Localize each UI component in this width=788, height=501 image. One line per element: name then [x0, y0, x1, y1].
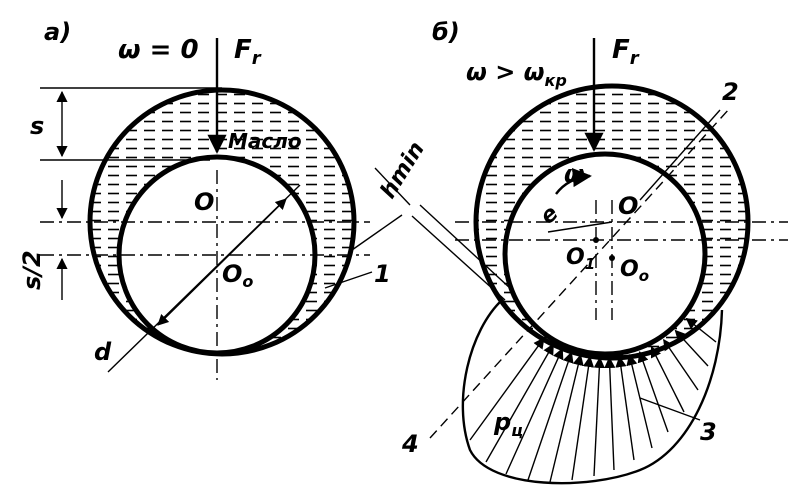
- rotation-arrow: [555, 168, 592, 195]
- hmin-leader-lower: [351, 214, 403, 251]
- pressure-arrow: [469, 337, 545, 441]
- eccentricity-line: [547, 221, 613, 233]
- hmin-tangent-2: [419, 204, 513, 291]
- pressure-label: pц: [493, 408, 523, 440]
- gap-label-s: s: [30, 112, 44, 140]
- center-label-o-b: O: [618, 192, 638, 220]
- center-point-o0: [609, 255, 615, 261]
- pressure-envelope: [461, 299, 724, 485]
- hmin-leader-upper: [374, 167, 411, 206]
- pressure-arrow: [663, 338, 699, 391]
- journal-b: [502, 151, 708, 357]
- pressure-arrow: [650, 346, 685, 413]
- pressure-arrow: [593, 356, 605, 477]
- oil-film-a: [90, 90, 354, 354]
- caption-a: a): [44, 18, 71, 46]
- diameter-arrow-a: [157, 198, 287, 326]
- pressure-arrow: [615, 355, 635, 461]
- center-label-o0-b: Oo: [620, 257, 649, 285]
- force-label-a: Fr: [234, 35, 262, 69]
- center-label-o0-a: Oo: [222, 260, 253, 291]
- pressure-arrows: [469, 317, 717, 483]
- pressure-arrow: [527, 351, 574, 481]
- hmin-tangent-1: [411, 215, 506, 301]
- callout-2: 2: [722, 78, 739, 106]
- speed-label-a: ω = 0: [118, 35, 199, 65]
- omega-label: ω: [564, 160, 585, 188]
- pressure-arrow: [485, 343, 554, 463]
- center-label-o1-b: O1: [566, 245, 595, 273]
- hmin-label: hmin: [376, 138, 430, 204]
- pressure-arrow: [637, 350, 669, 433]
- callout-3-leader: [639, 397, 701, 421]
- pressure-arrow: [505, 347, 564, 475]
- callout-1-leader: [324, 271, 373, 289]
- pressure-arrow: [626, 353, 653, 449]
- speed-label-b: ω > ωкр: [466, 58, 567, 90]
- pressure-arrow: [549, 354, 584, 483]
- panel-b: б) ω > ωкр Fr ω e O O1 Oo pц 2 3 4: [401, 18, 788, 485]
- pressure-arrow: [604, 356, 616, 471]
- force-label-b: Fr: [612, 35, 640, 69]
- pressure-arrow: [571, 355, 595, 481]
- caption-b: б): [432, 18, 460, 46]
- line-of-centers: [429, 107, 731, 439]
- callout-1: 1: [374, 260, 391, 288]
- diameter-label: d: [94, 338, 112, 366]
- ecc-label: e: [536, 201, 564, 230]
- center-point-o1: [593, 237, 599, 243]
- oil-label: Масло: [228, 129, 302, 153]
- callout-4: 4: [401, 430, 419, 458]
- callout-2-leader: [639, 109, 721, 201]
- gap-label-half-s: s/2: [18, 250, 46, 290]
- callout-3: 3: [700, 418, 717, 446]
- center-label-o-a: O: [194, 188, 214, 216]
- panel-a: a) ω = 0 Fr Масло s s/2 O Oo d 1 hmin: [18, 18, 430, 380]
